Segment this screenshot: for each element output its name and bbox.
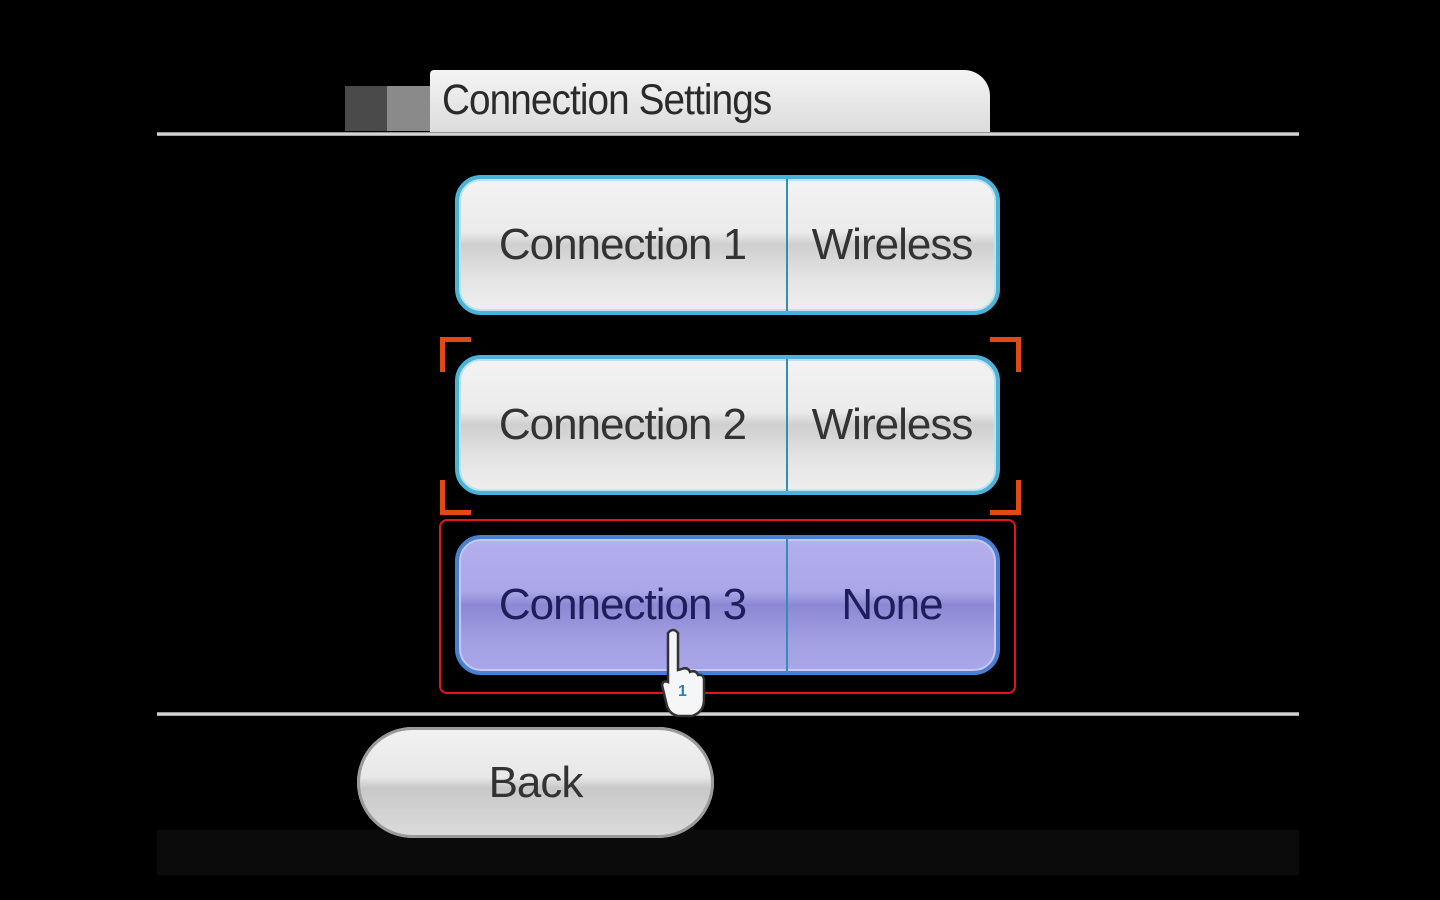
- page-title: Connection Settings: [442, 76, 772, 124]
- bottom-divider: [157, 712, 1299, 716]
- connection-3-button[interactable]: Connection 3 None: [455, 535, 1000, 675]
- page-title-tab: Connection Settings: [430, 70, 990, 132]
- connection-name: Connection 2: [498, 400, 747, 449]
- connection-name: Connection 1: [498, 220, 747, 269]
- back-button[interactable]: Back: [357, 727, 714, 838]
- player-number: 1: [678, 683, 687, 700]
- hand-pointer-icon: 1: [658, 625, 708, 720]
- connection-type: Wireless: [811, 220, 974, 269]
- connection-type: None: [841, 580, 943, 629]
- back-label: Back: [488, 758, 584, 807]
- top-divider: [157, 132, 1299, 136]
- divider: [786, 539, 788, 671]
- highlight-box: [439, 519, 1016, 694]
- focus-bracket: [440, 480, 471, 515]
- tab-decoration: [387, 86, 430, 131]
- connection-name: Connection 3: [498, 580, 747, 629]
- focus-bracket: [990, 337, 1021, 372]
- connection-2-button[interactable]: Connection 2 Wireless: [455, 355, 1000, 495]
- background-floor: [157, 830, 1299, 875]
- focus-bracket: [990, 480, 1021, 515]
- divider: [786, 359, 788, 491]
- divider: [786, 179, 788, 311]
- tab-decoration: [345, 86, 387, 131]
- focus-bracket: [440, 337, 471, 372]
- connection-type: Wireless: [811, 400, 974, 449]
- connection-1-button[interactable]: Connection 1 Wireless: [455, 175, 1000, 315]
